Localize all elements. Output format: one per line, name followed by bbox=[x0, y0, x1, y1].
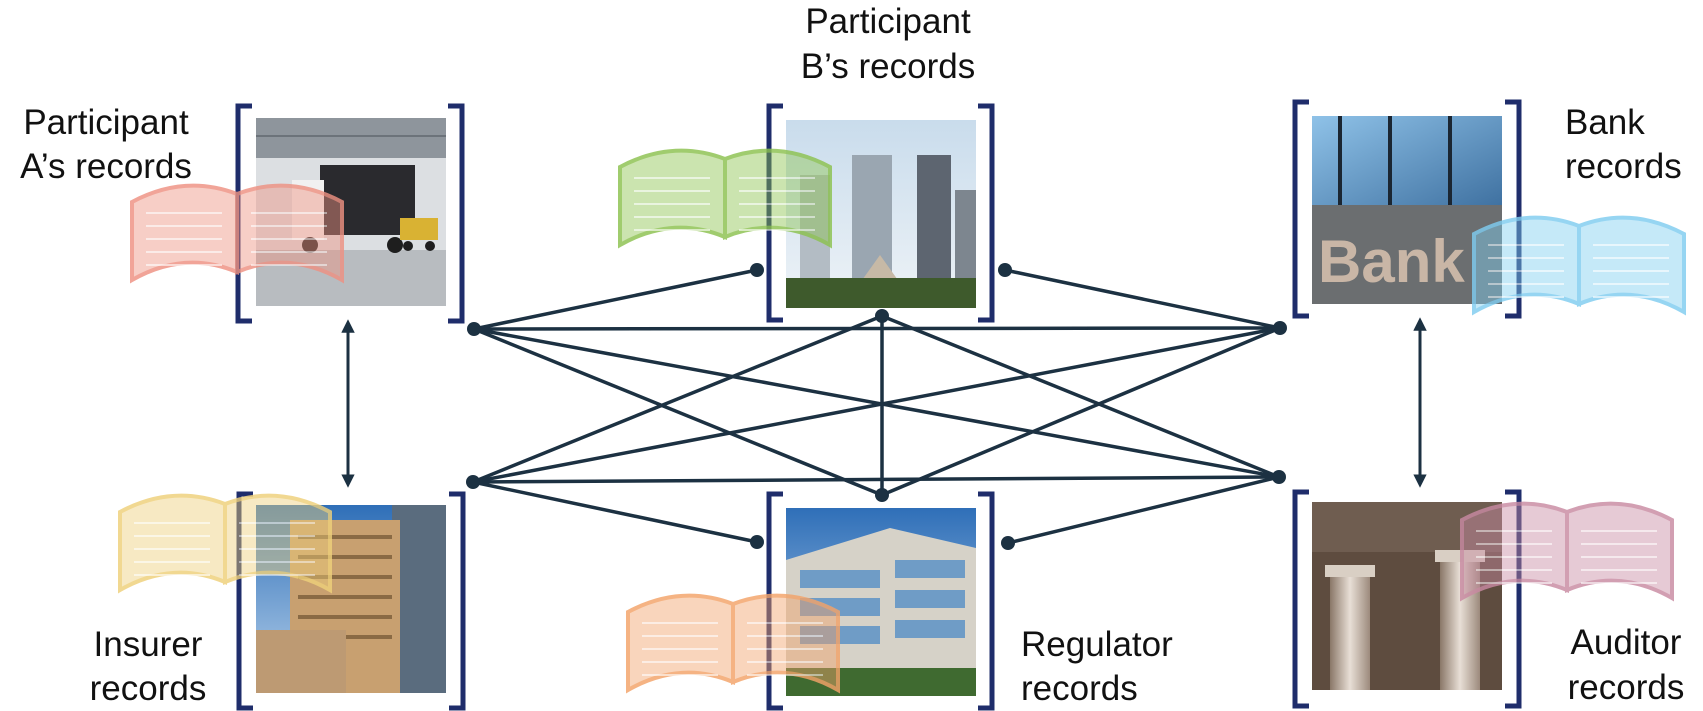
connection-insurer-auditor bbox=[472, 475, 1280, 484]
book-page-right bbox=[223, 493, 332, 594]
ledger-book-icon bbox=[118, 493, 332, 594]
photo-stone-columns bbox=[1312, 502, 1502, 690]
label-participant-a: Participant A’s records bbox=[20, 103, 192, 186]
ledger-book-icon bbox=[626, 593, 840, 694]
connection-dot bbox=[875, 309, 889, 323]
label-line: Participant bbox=[805, 2, 971, 41]
connection-dot bbox=[750, 263, 764, 277]
connection-dot bbox=[750, 535, 764, 549]
label-line: records bbox=[90, 669, 207, 708]
connection-bank-regulator bbox=[881, 326, 1281, 497]
book-page-right bbox=[1565, 501, 1674, 602]
node-participant-b bbox=[766, 103, 995, 323]
label-line: Participant bbox=[23, 103, 189, 142]
label-line: records bbox=[1568, 668, 1685, 707]
photo-city-skyline bbox=[786, 120, 976, 308]
connection-dot bbox=[998, 263, 1012, 277]
connection-participant-b-bank bbox=[1004, 268, 1281, 330]
label-line: Regulator bbox=[1021, 625, 1173, 664]
label-line: B’s records bbox=[801, 47, 975, 86]
connection-lines bbox=[472, 268, 1281, 545]
book-page-right bbox=[235, 183, 344, 284]
label-regulator: Regulator records bbox=[1021, 625, 1173, 708]
ledger-books bbox=[118, 148, 1686, 694]
connection-participant-a-participant-b bbox=[473, 268, 758, 331]
book-page-right bbox=[1577, 215, 1686, 316]
photo-office-tower bbox=[256, 505, 446, 693]
label-insurer: Insurer records bbox=[90, 625, 207, 708]
label-line: records bbox=[1021, 669, 1138, 708]
connection-dot bbox=[1273, 321, 1287, 335]
connection-participant-a-bank bbox=[473, 326, 1281, 331]
ledger-book-icon bbox=[618, 148, 832, 249]
ledger-book-icon bbox=[1460, 501, 1674, 602]
node-insurer bbox=[236, 491, 466, 711]
book-page-right bbox=[723, 148, 832, 249]
book-page-right bbox=[731, 593, 840, 694]
label-auditor: Auditor records bbox=[1568, 623, 1685, 707]
connection-participant-a-regulator bbox=[473, 327, 883, 497]
label-line: Insurer bbox=[94, 625, 203, 664]
connection-regulator-auditor bbox=[1007, 475, 1280, 545]
node-auditor bbox=[1292, 489, 1522, 709]
ledger-book-icon bbox=[130, 183, 344, 284]
connection-dot bbox=[1001, 536, 1015, 550]
connection-participant-b-insurer bbox=[472, 314, 883, 484]
connection-dot bbox=[466, 475, 480, 489]
bracket-right bbox=[448, 103, 465, 324]
connection-dot bbox=[467, 322, 481, 336]
photo-bank-building: Bank bbox=[1312, 116, 1502, 304]
ledger-book-icon bbox=[1472, 215, 1686, 316]
node-bank: Bank bbox=[1292, 99, 1522, 319]
connection-dots bbox=[466, 263, 1287, 550]
connection-dot bbox=[875, 488, 889, 502]
bracket-left bbox=[1292, 489, 1309, 709]
bracket-right bbox=[449, 491, 466, 711]
bracket-left bbox=[766, 491, 783, 711]
connection-participant-b-auditor bbox=[881, 314, 1280, 479]
connection-insurer-regulator bbox=[472, 480, 758, 544]
bracket-left bbox=[1292, 99, 1309, 319]
bracket-left bbox=[236, 491, 253, 711]
label-line: A’s records bbox=[20, 147, 192, 186]
connection-bank-insurer bbox=[472, 326, 1281, 484]
label-line: records bbox=[1565, 147, 1682, 186]
label-participant-b: Participant B’s records bbox=[801, 2, 975, 86]
bracket-right bbox=[978, 491, 995, 711]
bank-sign-lettering: Bank bbox=[1318, 228, 1465, 295]
bracket-right bbox=[1505, 489, 1522, 709]
bracket-right bbox=[978, 103, 995, 323]
label-bank: Bank records bbox=[1565, 103, 1682, 186]
label-line: Auditor bbox=[1571, 623, 1682, 662]
bracket-right bbox=[1505, 99, 1522, 319]
label-line: Bank bbox=[1565, 103, 1645, 142]
bracket-left bbox=[766, 103, 783, 323]
connection-participant-a-auditor bbox=[473, 327, 1280, 479]
connection-dot bbox=[1272, 470, 1286, 484]
